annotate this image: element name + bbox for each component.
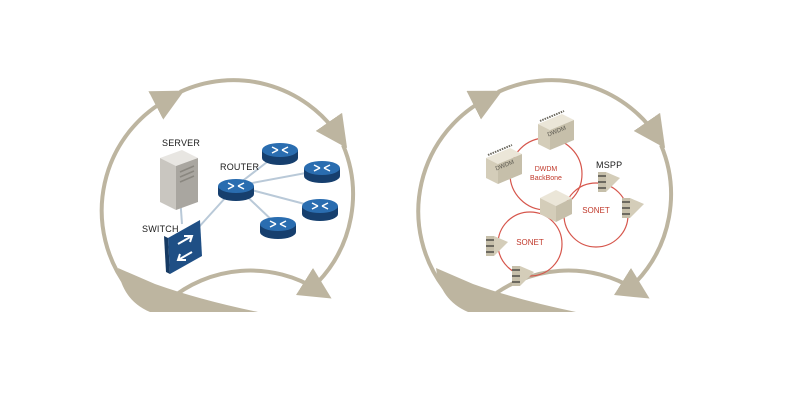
dwdm-box-1-icon [486, 144, 522, 184]
server-icon [160, 150, 198, 210]
sonet-right-label: SONET [582, 206, 610, 215]
sonet-ring-right [563, 182, 629, 248]
backbone-label-line2: BackBone [530, 175, 562, 182]
mspp-device-top-icon [598, 172, 620, 192]
left-cycle-arrows [99, 78, 355, 312]
router-bottom-icon [260, 217, 296, 239]
router-upper-right-icon [304, 161, 340, 183]
mspp-device-left-icon [486, 236, 508, 256]
sonet-left-label: SONET [516, 238, 544, 247]
backbone-label-line1: DWDM [534, 166, 558, 173]
mspp-device-right-icon [622, 198, 644, 218]
mspp-label: MSPP [596, 160, 623, 170]
router-lower-right-icon [302, 199, 338, 221]
router-main-icon [218, 179, 254, 201]
router-label: ROUTER [220, 162, 260, 172]
dwdm-box-2-icon [538, 110, 574, 150]
right-cycle-arrows [416, 78, 673, 312]
switch-icon [164, 220, 202, 274]
mspp-device-bottom-icon [512, 266, 534, 286]
backbone-node-icon [540, 190, 572, 222]
server-label: SERVER [162, 138, 201, 148]
switch-label: SWITCH [142, 224, 179, 234]
router-top-icon [262, 143, 298, 165]
